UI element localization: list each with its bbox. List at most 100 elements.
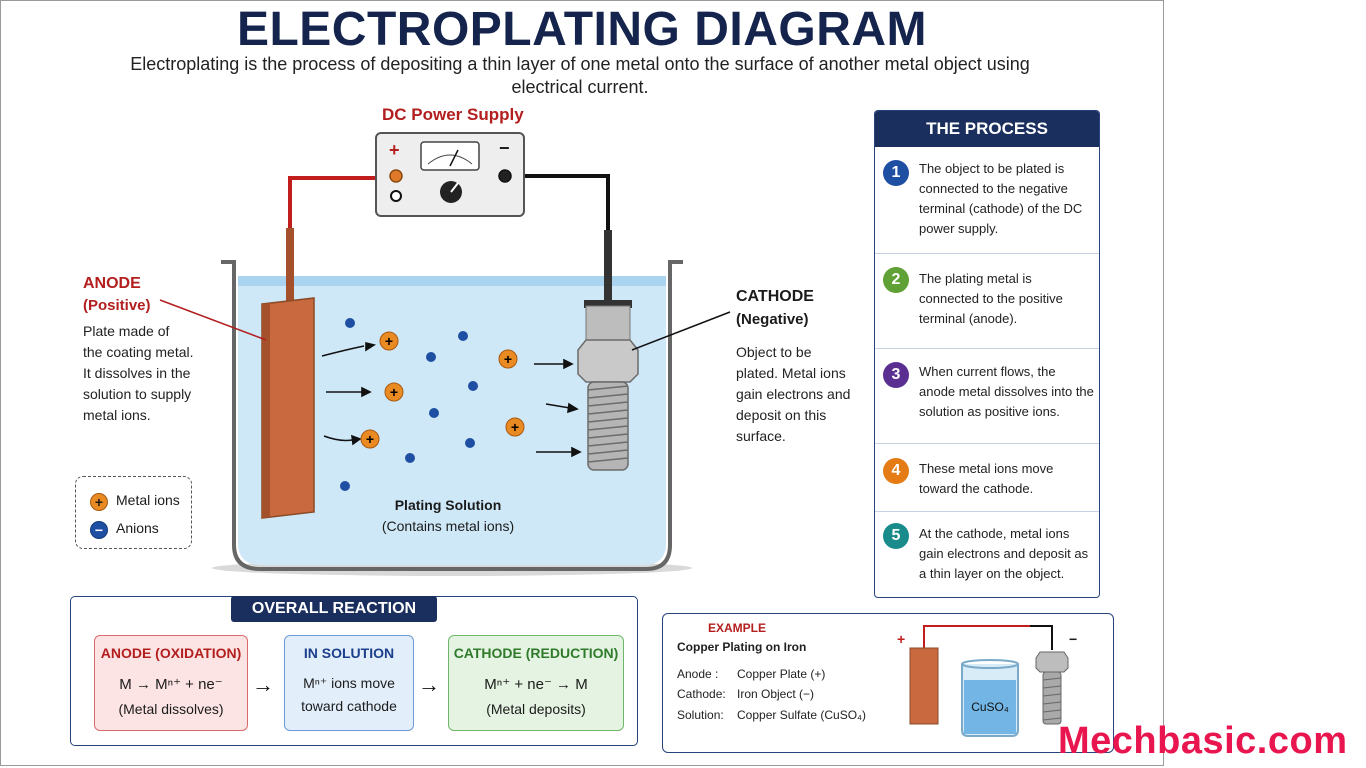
reaction-arrow-1: → <box>252 672 274 697</box>
step-divider <box>875 443 1099 444</box>
legend-metal-ions: +Metal ions <box>90 491 180 511</box>
page-title: ELECTROPLATING DIAGRAM <box>236 3 928 56</box>
example-minus-sign: − <box>1069 631 1078 647</box>
in-solution-line-1: Mⁿ⁺ ions move <box>303 675 395 691</box>
process-title: THE PROCESS <box>875 111 1099 147</box>
example-beaker-liquid <box>964 680 1016 734</box>
example-panel <box>662 613 1114 753</box>
bolt-holder <box>585 305 631 341</box>
process-step-1: 1 The object to be plated is connected t… <box>875 155 1099 253</box>
example-bolt-threads <box>1042 677 1062 721</box>
cathode-reduction-heading: CATHODE (REDUCTION) <box>453 645 619 661</box>
process-step-2: 2 The plating metal is connected to the … <box>875 263 1099 349</box>
site-watermark: Mechbasic.com <box>1058 720 1348 762</box>
cathode-hanger <box>584 300 632 308</box>
step-text: These metal ions move toward the cathode… <box>919 461 1054 496</box>
example-wire-black <box>1030 625 1053 650</box>
metal-ions: + + + + + <box>360 331 525 449</box>
example-beaker-rim <box>961 659 1019 669</box>
terminal-screw <box>390 190 402 202</box>
page-subtitle: Electroplating is the process of deposit… <box>130 54 1030 97</box>
meter-scale <box>427 154 473 165</box>
example-subtitle: Copper Plating on Iron <box>677 640 807 654</box>
step-number-badge: 3 <box>883 362 909 388</box>
process-step-5: 5 At the cathode, metal ions gain electr… <box>875 521 1099 591</box>
step-number-badge: 2 <box>883 267 909 293</box>
example-row-solution: Solution:Copper Sulfate (CuSO₄) <box>677 708 866 722</box>
meter-needle <box>449 149 459 167</box>
anion-icon: − <box>90 521 108 539</box>
power-supply-box <box>375 132 525 217</box>
reaction-arrow-2: → <box>418 672 440 697</box>
example-copper-plate <box>909 647 939 725</box>
example-illustration <box>909 625 1069 737</box>
negative-terminal <box>498 169 512 183</box>
knob-indicator <box>450 182 459 193</box>
example-wire-red <box>923 625 1053 650</box>
example-plus-sign: + <box>897 631 906 647</box>
cathode-pointer <box>631 311 731 351</box>
step-divider <box>875 511 1099 512</box>
in-solution-line-2: toward cathode <box>301 698 397 714</box>
legend-anions: −Anions <box>90 519 159 539</box>
example-row-cathode: Cathode:Iron Object (−) <box>677 687 815 701</box>
cathode-title: CATHODE <box>736 288 814 305</box>
process-step-4: 4 These metal ions move toward the catho… <box>875 455 1099 511</box>
metal-ion-icon: + <box>90 493 108 511</box>
anode-oxidation-heading: ANODE (OXIDATION) <box>100 645 242 661</box>
step-text: The plating metal is connected to the po… <box>919 271 1063 326</box>
anode-description: Plate made of the coating metal. It diss… <box>83 323 194 423</box>
power-plus-sign: + <box>389 140 400 160</box>
power-minus-sign: − <box>499 138 510 158</box>
step-divider <box>875 253 1099 254</box>
svg-text:+: + <box>385 333 393 349</box>
cathode-rod <box>604 230 612 302</box>
step-number-badge: 4 <box>883 458 909 484</box>
step-divider <box>875 348 1099 349</box>
example-title: EXAMPLE <box>708 621 767 635</box>
bolt-threads <box>587 385 629 463</box>
electroplating-illustration: + + + + + <box>159 132 731 576</box>
step-number-badge: 1 <box>883 160 909 186</box>
svg-text:+: + <box>504 351 512 367</box>
ion-flow-arrows <box>321 341 582 458</box>
anode-polarity: (Positive) <box>83 297 151 314</box>
meter-dial <box>420 141 480 171</box>
solution-label: Plating Solution <box>394 497 502 513</box>
tank-wall <box>221 260 683 571</box>
svg-text:+: + <box>511 419 519 435</box>
step-text: The object to be plated is connected to … <box>919 161 1083 236</box>
example-bolt-head <box>1035 651 1069 673</box>
anode-equation: M → Mⁿ⁺ + ne⁻ <box>119 676 223 693</box>
cathode-equation: Mⁿ⁺ + ne⁻ → M <box>484 676 588 693</box>
anode-rod <box>286 228 294 304</box>
step-text: When current flows, the anode metal diss… <box>919 364 1094 419</box>
svg-text:+: + <box>366 431 374 447</box>
process-step-3: 3 When current flows, the anode metal di… <box>875 359 1099 445</box>
cathode-polarity: (Negative) <box>736 311 809 328</box>
anode-plate-edge <box>262 303 270 518</box>
anode-note: (Metal dissolves) <box>118 701 224 717</box>
solution-liquid <box>238 280 666 565</box>
bolt-head <box>577 339 639 383</box>
step-number-badge: 5 <box>883 523 909 549</box>
svg-text:+: + <box>390 384 398 400</box>
example-beaker-label: CuSO₄ <box>971 700 1009 714</box>
example-row-anode: Anode :Copper Plate (+) <box>677 667 826 681</box>
anions <box>340 318 478 491</box>
in-solution-box: IN SOLUTION Mⁿ⁺ ions move toward cathode <box>284 635 414 731</box>
solution-surface <box>238 276 666 286</box>
cathode-description: Object to be plated. Metal ions gain ele… <box>736 344 851 444</box>
in-solution-heading: IN SOLUTION <box>303 645 395 661</box>
process-panel: THE PROCESS 1 The object to be plated is… <box>874 110 1100 598</box>
solution-sublabel: (Contains metal ions) <box>381 518 515 534</box>
anode-pointer <box>159 299 267 341</box>
cathode-reduction-box: CATHODE (REDUCTION) Mⁿ⁺ + ne⁻ → M (Metal… <box>448 635 624 731</box>
power-supply-label: DC Power Supply <box>382 105 524 124</box>
overall-reaction-title: OVERALL REACTION <box>231 596 437 622</box>
positive-terminal <box>389 169 403 183</box>
step-text: At the cathode, metal ions gain electron… <box>919 526 1089 581</box>
cathode-note: (Metal deposits) <box>486 701 586 717</box>
anode-title: ANODE <box>83 275 141 292</box>
ion-legend: +Metal ions −Anions <box>75 476 192 549</box>
